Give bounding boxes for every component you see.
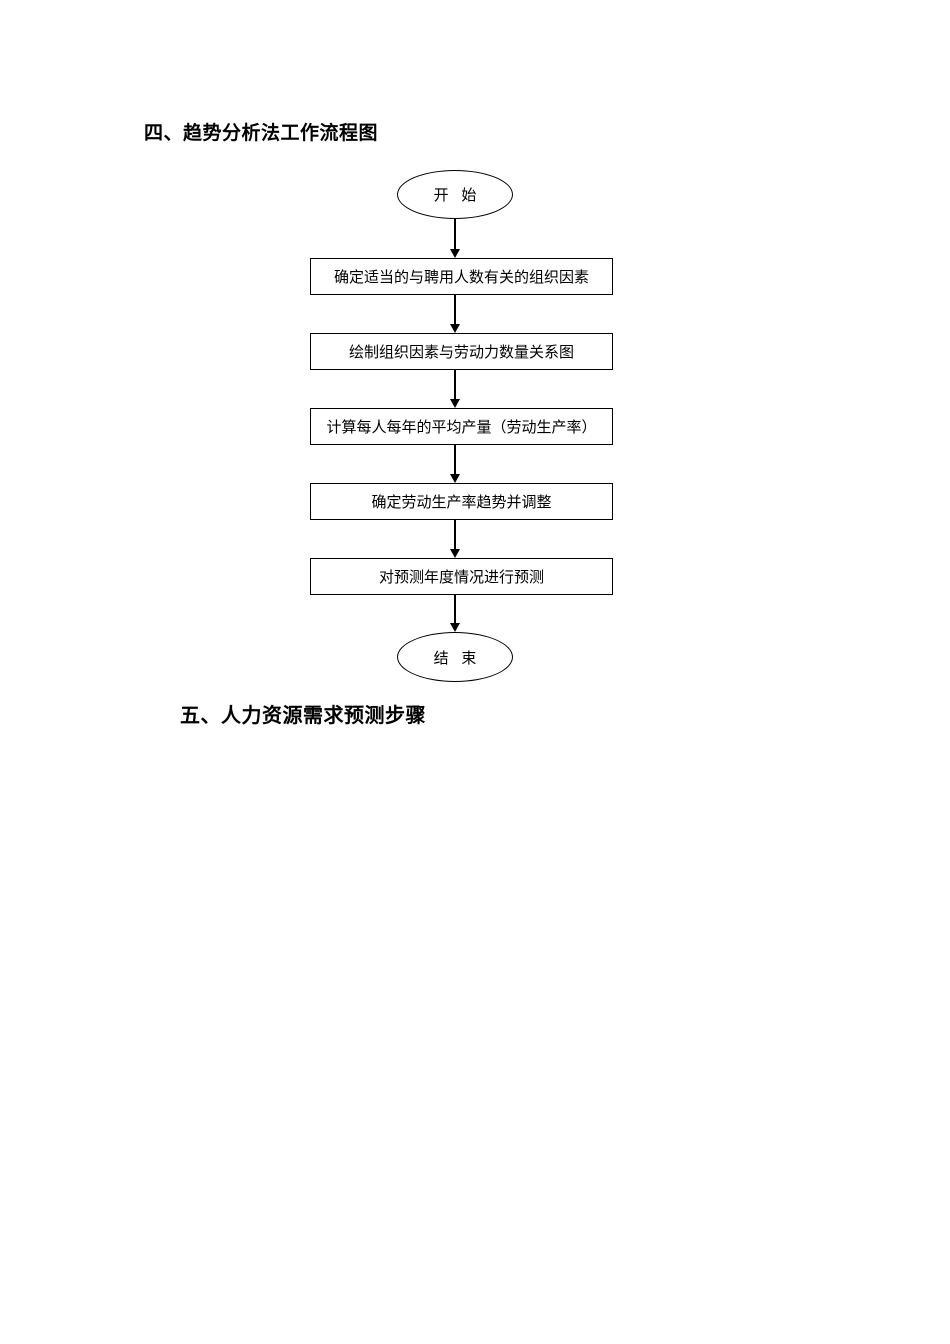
arrow-line bbox=[454, 370, 456, 399]
arrow-line bbox=[454, 520, 456, 549]
step-3-label: 计算每人每年的平均产量（劳动生产率） bbox=[326, 420, 597, 436]
arrow-line bbox=[454, 219, 456, 249]
flowchart-step-5: 对预测年度情况进行预测 bbox=[310, 558, 613, 595]
flowchart-start-node: 开 始 bbox=[397, 170, 513, 219]
start-node-label: 开 始 bbox=[433, 188, 477, 204]
end-node-label: 结 束 bbox=[433, 650, 477, 667]
flowchart-step-1: 确定适当的与聘用人数有关的组织因素 bbox=[310, 258, 613, 295]
arrow-down-icon bbox=[450, 399, 460, 408]
arrow-down-icon bbox=[450, 549, 460, 558]
flowchart-step-3: 计算每人每年的平均产量（劳动生产率） bbox=[310, 408, 613, 445]
arrow-line bbox=[454, 295, 456, 324]
flow-connector-5 bbox=[449, 520, 461, 558]
arrow-down-icon bbox=[450, 249, 460, 258]
flowchart-step-2: 绘制组织因素与劳动力数量关系图 bbox=[310, 333, 613, 370]
step-1-label: 确定适当的与聘用人数有关的组织因素 bbox=[333, 270, 589, 286]
arrow-line bbox=[454, 595, 456, 623]
flow-connector-6 bbox=[449, 595, 461, 632]
arrow-down-icon bbox=[450, 474, 460, 483]
section-4-heading: 四、趋势分析法工作流程图 bbox=[144, 123, 379, 144]
step-5-label: 对预测年度情况进行预测 bbox=[378, 570, 544, 586]
step-4-label: 确定劳动生产率趋势并调整 bbox=[371, 495, 552, 511]
flow-connector-4 bbox=[449, 445, 461, 483]
arrow-down-icon bbox=[450, 623, 460, 632]
step-2-label: 绘制组织因素与劳动力数量关系图 bbox=[348, 345, 574, 361]
arrow-down-icon bbox=[450, 324, 460, 333]
flow-connector-1 bbox=[449, 219, 461, 258]
section-5-heading: 五、人力资源需求预测步骤 bbox=[180, 705, 426, 727]
flowchart-end-node: 结 束 bbox=[397, 632, 513, 682]
flow-connector-2 bbox=[449, 295, 461, 333]
flow-connector-3 bbox=[449, 370, 461, 408]
arrow-line bbox=[454, 445, 456, 474]
flowchart-step-4: 确定劳动生产率趋势并调整 bbox=[310, 483, 613, 520]
